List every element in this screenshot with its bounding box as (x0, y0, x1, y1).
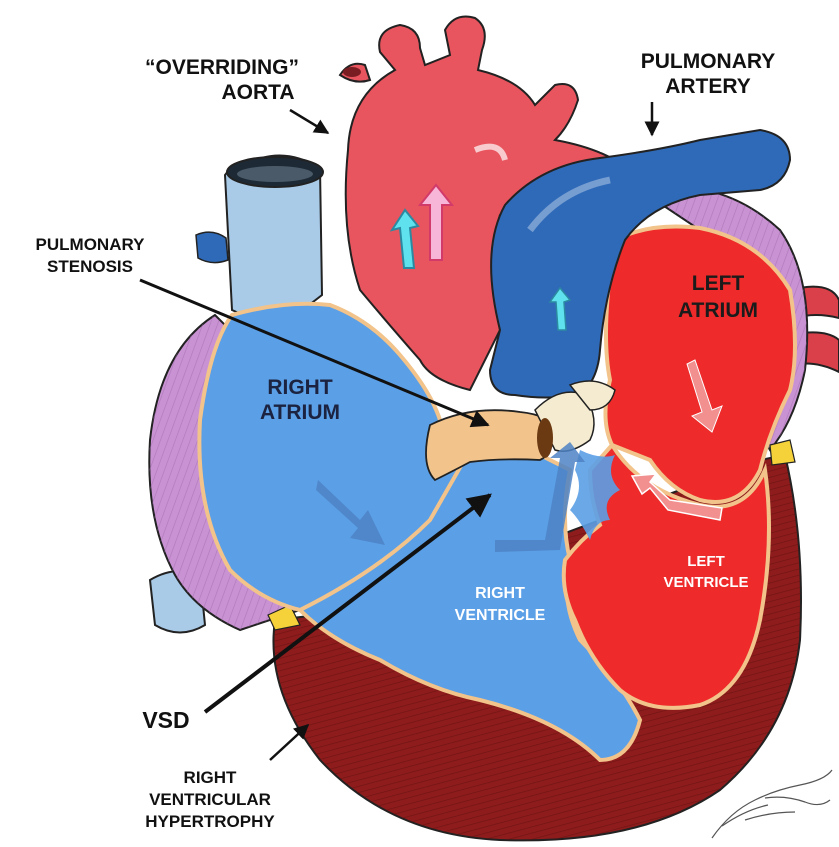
aorta-label-line2: AORTA (221, 81, 294, 104)
right-ventricle-label-line1: RIGHT (475, 585, 525, 602)
rvh-label-line2: VENTRICULAR (149, 790, 271, 809)
superior-vena-cava (196, 156, 323, 318)
pulmonary-stenosis-label-line1: PULMONARY (36, 235, 146, 254)
aorta-leader-arrow (290, 110, 328, 133)
left-atrium-label-line2: ATRIUM (678, 299, 758, 322)
left-ventricle-label-line1: LEFT (687, 553, 725, 570)
left-ventricle-label-line2: VENTRICLE (663, 574, 748, 591)
pulmonary-artery-label-line2: ARTERY (665, 75, 751, 98)
right-atrium-label-line1: RIGHT (267, 376, 333, 399)
pulmonary-artery-label-line1: PULMONARY (641, 50, 776, 73)
pulmonary-stenosis-label-line2: STENOSIS (47, 257, 133, 276)
right-ventricle-label-line2: VENTRICLE (455, 607, 546, 624)
rvh-label-line1: RIGHT (184, 768, 238, 787)
rvh-leader-arrow (270, 725, 308, 760)
vsd-label: VSD (142, 707, 189, 733)
right-atrium-label-line2: ATRIUM (260, 401, 340, 424)
aorta-label-line1: “OVERRIDING” (145, 56, 299, 79)
left-atrium-label-line1: LEFT (692, 272, 745, 295)
rvh-label-line3: HYPERTROPHY (145, 812, 275, 831)
